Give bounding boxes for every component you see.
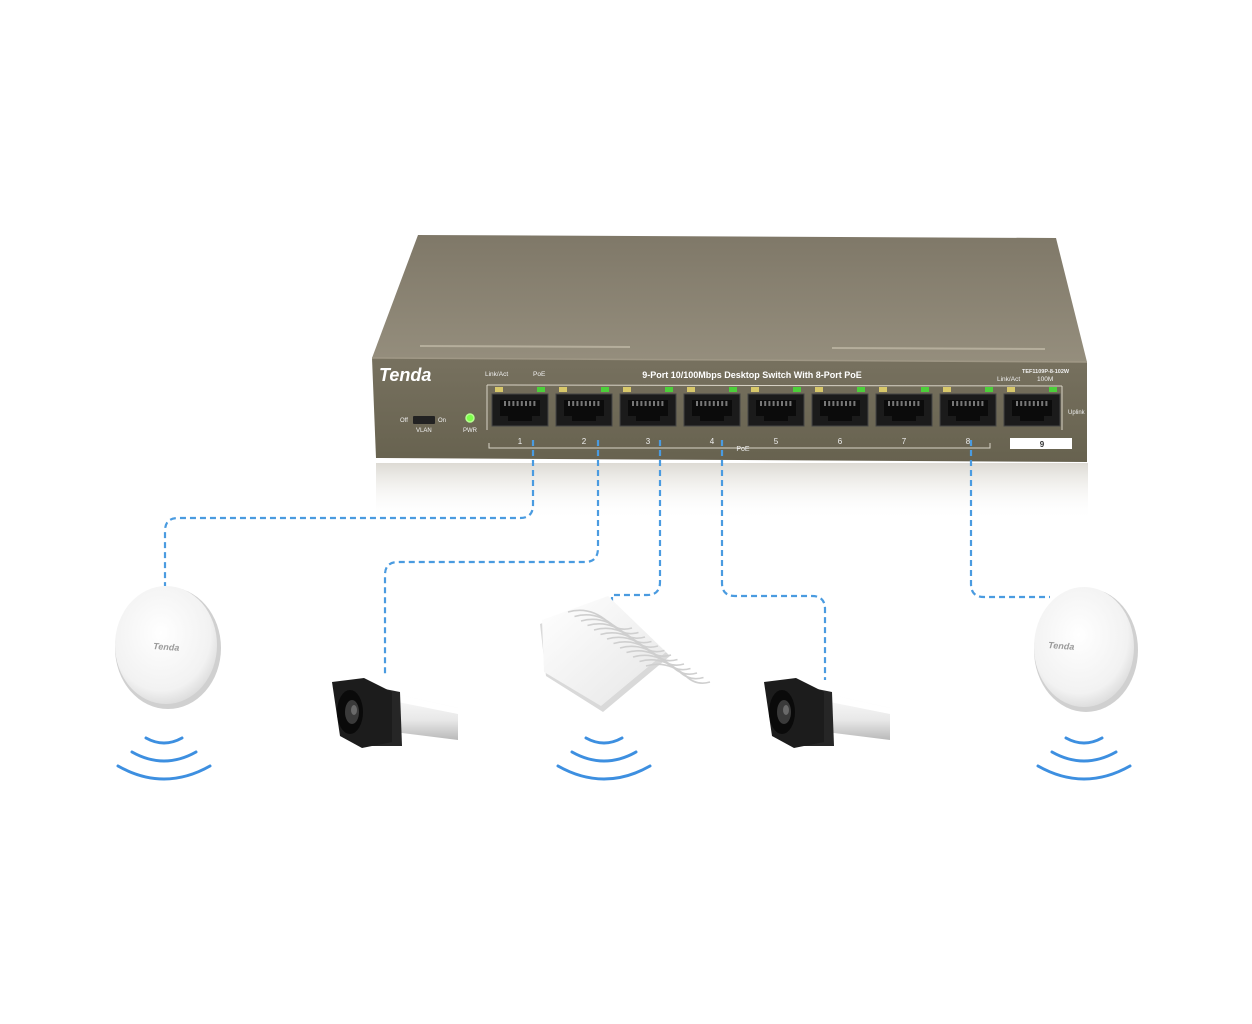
link-led-icon [687, 387, 695, 392]
wall-access-point [540, 596, 711, 712]
bullet-camera-right [764, 678, 890, 748]
poe-group-label: PoE [736, 446, 750, 453]
switch-model: TEF1109P-8-102W [1022, 369, 1070, 375]
vlan-toggle-slot[interactable] [413, 416, 435, 424]
port-number-label: 1 [518, 437, 523, 446]
switch-top-surface [372, 235, 1087, 362]
wifi-wave-icon [116, 736, 212, 781]
poe-led-icon [1049, 387, 1057, 392]
vlan-toggle[interactable]: Off On VLAN [400, 416, 446, 434]
ethernet-port-7[interactable]: 7 [875, 387, 933, 446]
port-number-label: 9 [1040, 440, 1045, 449]
wifi-signals [116, 736, 1132, 781]
vlan-on-label: On [438, 418, 446, 424]
poe-switch: Tenda Off On VLAN PWR Link/Act PoE 9-Por… [371, 235, 1088, 520]
link-port-2-to-camera [383, 440, 600, 676]
link-port-4-to-camera [720, 440, 827, 680]
ap-right-brand: Tenda [1048, 640, 1075, 652]
vlan-off-label: Off [400, 418, 408, 424]
link-led-icon [751, 387, 759, 392]
switch-reflection [376, 463, 1088, 520]
port-number-label: 4 [710, 437, 715, 446]
link-led-icon [623, 387, 631, 392]
power-led-icon [465, 413, 475, 423]
bullet-camera-left [332, 678, 458, 748]
wifi-wave-icon [1036, 736, 1132, 781]
poe-led-icon [921, 387, 929, 392]
port-number-label: 8 [966, 437, 971, 446]
poe-led-icon [537, 387, 545, 392]
poe-led-icon [793, 387, 801, 392]
brand-logo: Tenda [379, 365, 431, 385]
poe-led-icon [729, 387, 737, 392]
ethernet-port-6[interactable]: 6 [811, 387, 869, 446]
wifi-wave-icon [556, 736, 652, 781]
ethernet-port-9[interactable]: 9 [1003, 387, 1072, 449]
ethernet-ports: 1 2 3 4 5 6 7 8 9 [491, 387, 1072, 449]
vlan-label: VLAN [416, 428, 432, 434]
link-led-icon [495, 387, 503, 392]
link-port-3-to-wall-ap [610, 440, 662, 612]
link-port-8-to-ap [969, 440, 1050, 599]
ethernet-port-2[interactable]: 2 [555, 387, 613, 446]
ethernet-port-4[interactable]: 4 [683, 387, 741, 446]
led-label-link-act-right: Link/Act [997, 376, 1020, 383]
ethernet-port-8[interactable]: 8 [939, 387, 997, 446]
power-indicator: PWR [463, 413, 478, 434]
link-led-icon [1007, 387, 1015, 392]
connections [163, 440, 1050, 680]
poe-led-icon [601, 387, 609, 392]
poe-led-icon [857, 387, 865, 392]
poe-led-icon [985, 387, 993, 392]
uplink-label: Uplink [1068, 410, 1086, 416]
port-number-label: 3 [646, 437, 651, 446]
port-number-label: 7 [902, 437, 907, 446]
port-number-label: 6 [838, 437, 843, 446]
ethernet-port-3[interactable]: 3 [619, 387, 677, 446]
link-led-icon [879, 387, 887, 392]
switch-title: 9-Port 10/100Mbps Desktop Switch With 8-… [642, 370, 861, 380]
led-label-link-act: Link/Act [485, 371, 508, 378]
poe-led-icon [665, 387, 673, 392]
link-led-icon [943, 387, 951, 392]
ethernet-port-5[interactable]: 5 [747, 387, 805, 446]
power-label: PWR [463, 428, 478, 434]
poe-group-bracket [488, 443, 991, 449]
ap-left-brand: Tenda [153, 641, 180, 653]
link-port-1-to-ap [163, 440, 535, 586]
port-number-label: 5 [774, 437, 779, 446]
port-bay: 1 2 3 4 5 6 7 8 9 Uplink PoE [486, 384, 1086, 453]
led-label-poe: PoE [533, 371, 546, 378]
link-led-icon [815, 387, 823, 392]
ceiling-access-point-left: Tenda [115, 586, 221, 709]
ethernet-port-1[interactable]: 1 [491, 387, 549, 446]
port-number-label: 2 [582, 437, 587, 446]
ceiling-access-point-right: Tenda [1034, 587, 1138, 712]
led-label-speed: 100M [1037, 376, 1053, 383]
wall-ap-vents [567, 609, 711, 684]
link-led-icon [559, 387, 567, 392]
